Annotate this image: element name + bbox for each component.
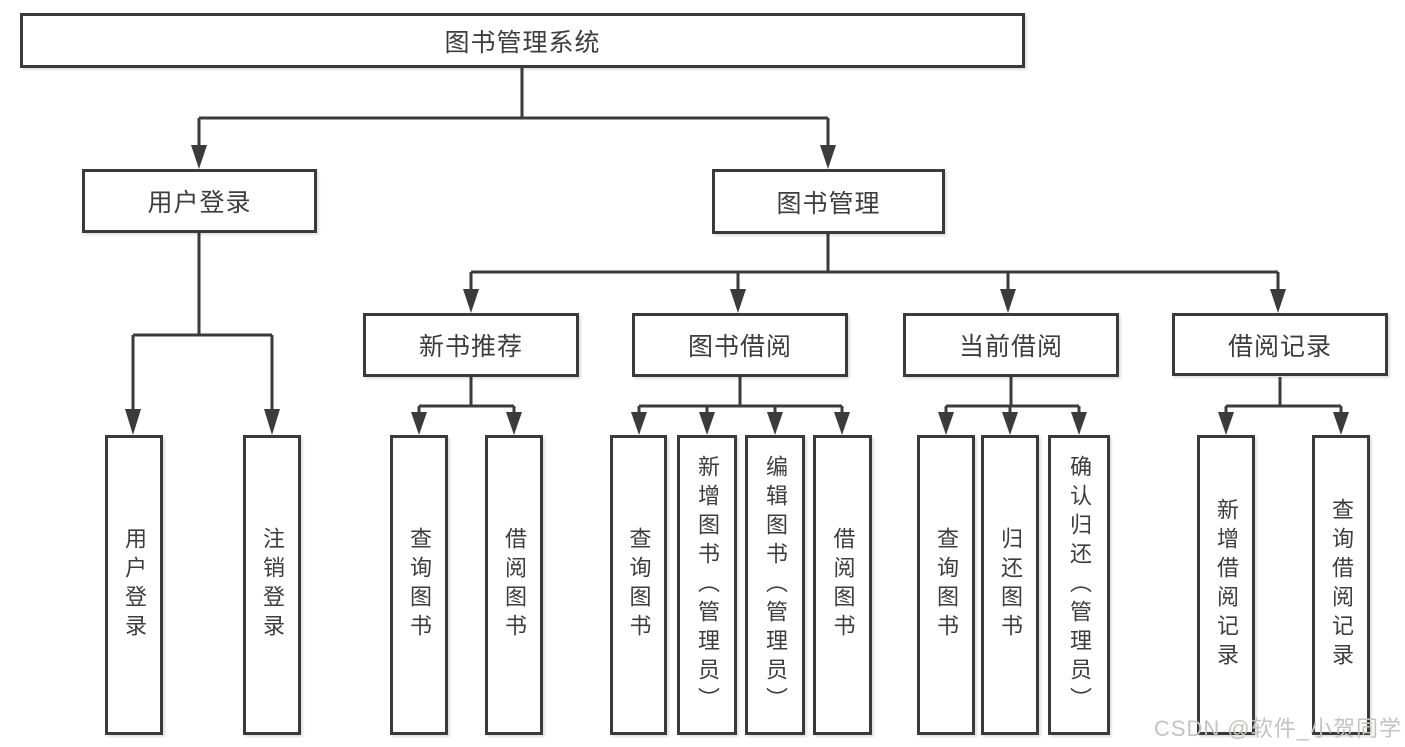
leaf-user-login: 用户登录 [105,435,163,735]
leaf-query-books-borrow: 查询图书 [610,435,667,735]
leaf-borrow-books-label: 借阅图书 [830,527,856,643]
leaf-query-books-recommend-label: 查询图书 [407,527,432,643]
node-book-management: 图书管理 [712,169,945,234]
node-new-book-recommend-label: 新书推荐 [418,333,523,361]
leaf-edit-book-admin: 编辑图书（管理员） [745,435,805,735]
leaf-query-books-borrow-label: 查询图书 [626,527,652,643]
leaf-add-borrow-record: 新增借阅记录 [1197,435,1255,735]
leaf-query-borrow-record-label: 查询借阅记录 [1329,498,1354,672]
leaf-edit-book-admin-label: 编辑图书（管理员） [763,454,788,716]
leaf-add-book-admin: 新增图书（管理员） [677,435,737,735]
node-borrow-records: 借阅记录 [1172,313,1388,376]
leaf-query-books-recommend: 查询图书 [390,435,448,735]
leaf-borrow-books: 借阅图书 [813,435,872,735]
leaf-borrow-books-recommend: 借阅图书 [485,435,543,735]
leaf-add-book-admin-label: 新增图书（管理员） [695,454,720,716]
leaf-borrow-books-recommend-label: 借阅图书 [502,527,527,643]
node-user-login-label: 用户登录 [147,189,252,217]
node-user-login: 用户登录 [82,169,317,233]
leaf-user-login-label: 用户登录 [122,527,147,643]
leaf-add-borrow-record-label: 新增借阅记录 [1214,498,1239,672]
node-current-borrow: 当前借阅 [903,313,1119,377]
leaf-query-borrow-record: 查询借阅记录 [1312,435,1370,735]
node-book-borrow-label: 图书借阅 [687,333,792,361]
leaf-confirm-return-admin-label: 确认归还（管理员） [1067,454,1092,716]
leaf-return-books: 归还图书 [981,435,1039,735]
node-new-book-recommend: 新书推荐 [363,313,579,377]
leaf-query-books-current: 查询图书 [917,435,975,735]
node-current-borrow-label: 当前借阅 [958,333,1063,361]
leaf-logout: 注销登录 [243,435,301,735]
watermark: CSDN @软件_小贺同学 [1153,716,1402,741]
node-book-management-label: 图书管理 [776,189,881,218]
node-book-borrow: 图书借阅 [632,313,848,377]
leaf-confirm-return-admin: 确认归还（管理员） [1048,435,1110,735]
node-root: 图书管理系统 [20,13,1025,68]
node-root-label: 图书管理系统 [444,28,601,57]
node-borrow-records-label: 借阅记录 [1227,332,1332,361]
leaf-logout-label: 注销登录 [260,527,285,643]
leaf-query-books-current-label: 查询图书 [934,527,959,643]
leaf-return-books-label: 归还图书 [998,527,1023,643]
